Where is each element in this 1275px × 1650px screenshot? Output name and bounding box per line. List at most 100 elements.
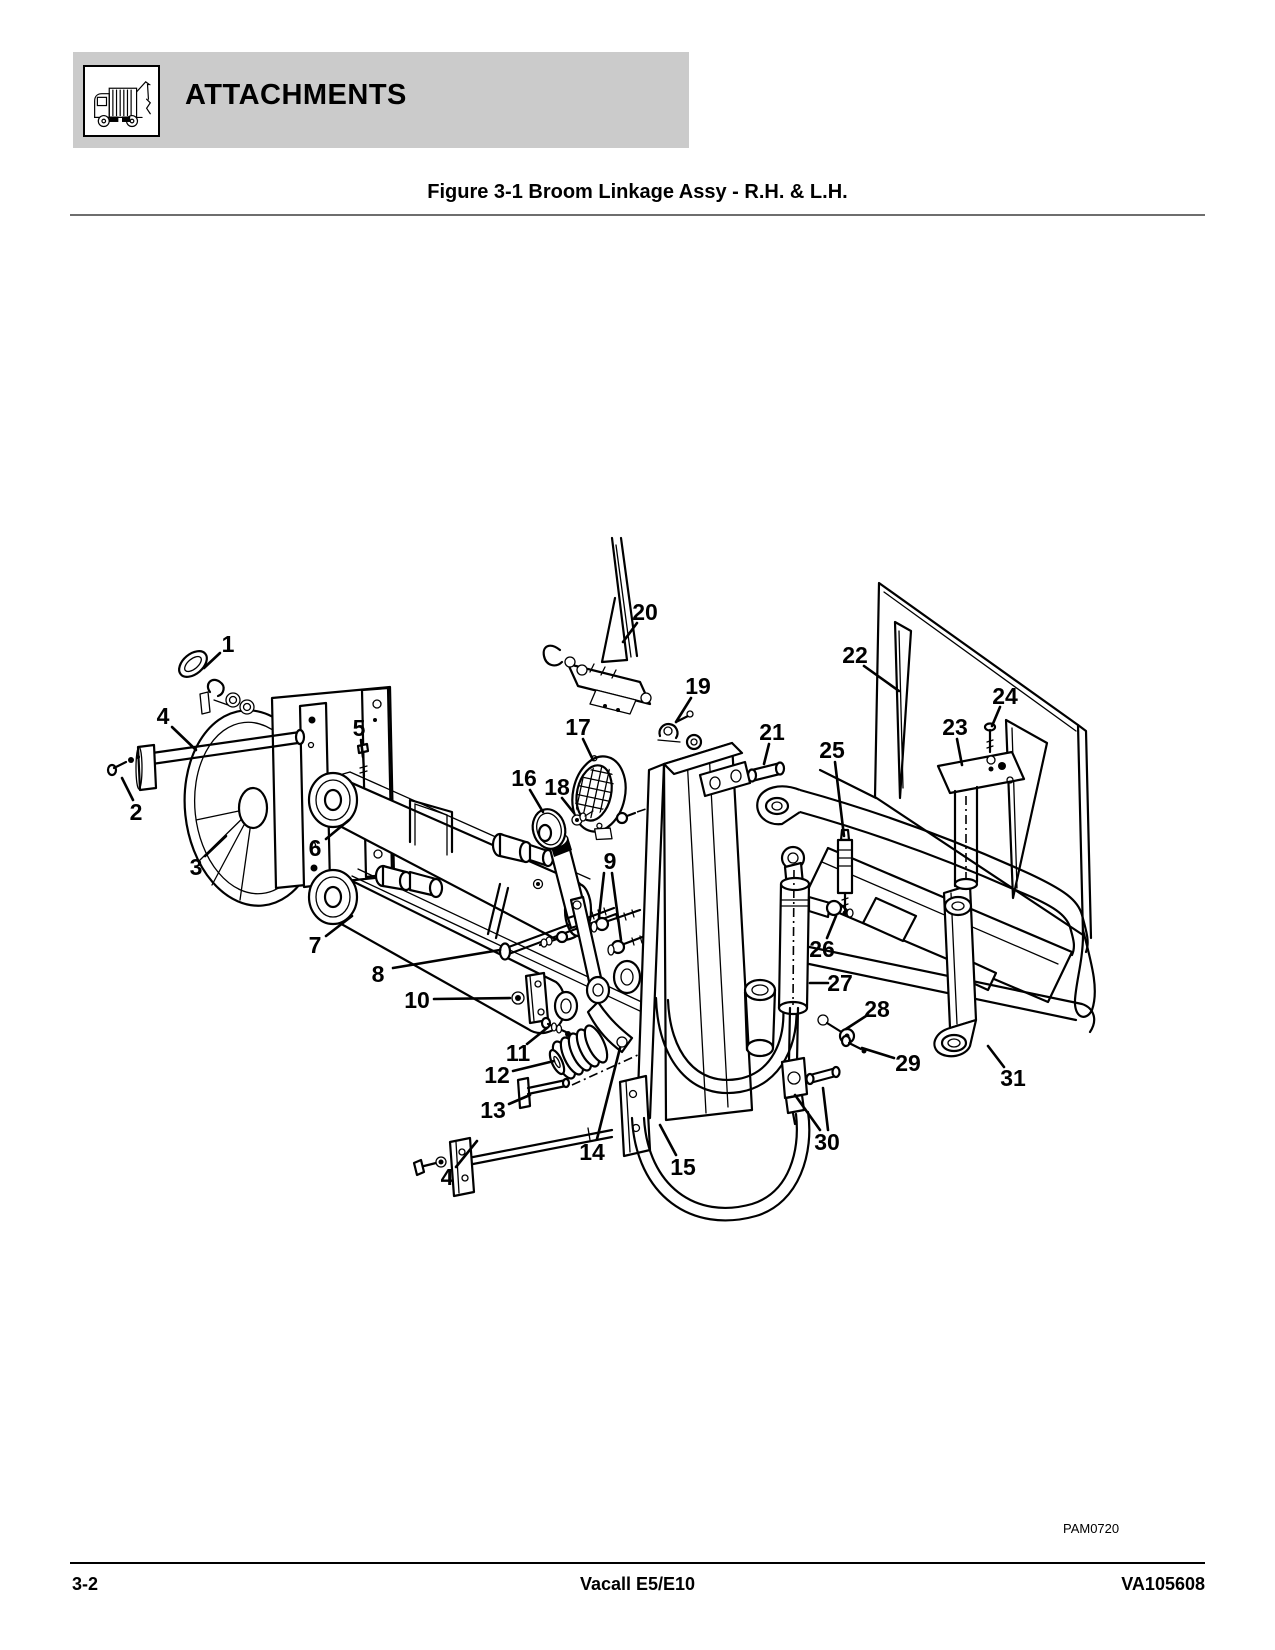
part-27-cylinder <box>777 845 811 1100</box>
callout-25: 25 <box>819 737 846 838</box>
svg-text:4: 4 <box>441 1164 454 1190</box>
svg-text:27: 27 <box>827 970 853 996</box>
page-title: ATTACHMENTS <box>185 79 407 111</box>
part-6-upper-arm <box>307 771 593 942</box>
callout-26: 26 <box>809 914 838 962</box>
svg-text:11: 11 <box>506 1040 531 1066</box>
part-2-bolt <box>106 755 140 777</box>
part-15-tower <box>618 733 811 1222</box>
callout-1: 1 <box>202 631 235 670</box>
callout-24: 24 <box>990 683 1018 728</box>
support-arm-curved-bar <box>756 785 1089 957</box>
callout-3: 3 <box>190 834 228 880</box>
caption-rule <box>70 214 1205 216</box>
svg-text:19: 19 <box>685 673 711 699</box>
svg-text:8: 8 <box>372 961 385 987</box>
svg-text:25: 25 <box>819 737 845 763</box>
svg-text:10: 10 <box>404 987 430 1013</box>
callout-17: 17 <box>565 714 595 762</box>
figure-caption: Figure 3-1 Broom Linkage Assy - R.H. & L… <box>427 181 848 203</box>
svg-text:17: 17 <box>565 714 591 740</box>
svg-text:4: 4 <box>157 703 170 729</box>
part-7-lower-arm <box>307 864 649 1035</box>
svg-text:13: 13 <box>480 1097 506 1123</box>
svg-text:15: 15 <box>670 1154 696 1180</box>
svg-text:3: 3 <box>190 854 203 880</box>
svg-text:21: 21 <box>759 719 785 745</box>
chain-hook-detail <box>199 678 255 715</box>
svg-text:24: 24 <box>992 683 1018 709</box>
svg-text:7: 7 <box>309 932 322 958</box>
part-17-caster-disc <box>571 755 627 841</box>
callout-12: 12 <box>484 1059 556 1088</box>
platform-deck <box>784 768 1096 1034</box>
svg-text:9: 9 <box>604 848 617 874</box>
callout-10: 10 <box>404 987 512 1013</box>
part-23-bracket <box>936 750 1026 891</box>
svg-text:18: 18 <box>544 774 570 800</box>
footer-doc-number: VA105608 <box>1121 1574 1205 1594</box>
svg-text:31: 31 <box>1000 1065 1026 1091</box>
callout-13: 13 <box>480 1093 532 1123</box>
svg-text:1: 1 <box>222 631 235 657</box>
part-10-block <box>511 971 550 1025</box>
part-26-fitting <box>807 895 854 919</box>
header-banner: ATTACHMENTS <box>73 52 689 148</box>
svg-text:23: 23 <box>942 714 968 740</box>
callout-11: 11 <box>506 1026 549 1066</box>
svg-text:2: 2 <box>130 799 143 825</box>
svg-text:26: 26 <box>809 936 835 962</box>
part-21-pin <box>746 761 786 783</box>
part-18-washer <box>571 810 594 826</box>
ratchet-linkage <box>542 644 652 715</box>
footer-page-number: 3-2 <box>72 1574 99 1594</box>
part-12-spring <box>548 1024 609 1080</box>
part-31-support-post <box>933 883 978 1058</box>
callout-22: 22 <box>842 642 901 693</box>
callout-27: 27 <box>808 970 853 996</box>
svg-text:5: 5 <box>353 715 366 741</box>
callout-4: 4 <box>157 703 198 752</box>
part-19-clamp <box>657 710 694 743</box>
svg-text:14: 14 <box>579 1139 605 1165</box>
callout-8: 8 <box>372 948 502 987</box>
callout-7: 7 <box>309 914 354 958</box>
callout-14: 14 <box>579 1046 622 1165</box>
callout-6: 6 <box>309 818 351 861</box>
callout-28: 28 <box>844 996 890 1031</box>
part-29-bolt <box>840 1034 867 1054</box>
callout-18: 18 <box>544 774 576 815</box>
callout-20: 20 <box>621 599 658 644</box>
callout-30: 30 <box>793 1086 840 1155</box>
drawing-code: PAM0720 <box>1063 1521 1120 1536</box>
svg-text:12: 12 <box>484 1062 510 1088</box>
svg-text:22: 22 <box>842 642 868 668</box>
callout-23: 23 <box>942 714 968 767</box>
callout-9: 9 <box>597 848 623 942</box>
part-13-pin <box>516 1053 641 1110</box>
svg-text:30: 30 <box>814 1129 840 1155</box>
bellcrank-link <box>569 895 642 1054</box>
part-24-screw <box>983 722 997 772</box>
callout-21: 21 <box>759 719 785 766</box>
callout-29: 29 <box>860 1046 921 1076</box>
callout-16: 16 <box>511 765 545 814</box>
part-11-bolt <box>540 1016 571 1037</box>
footer-model: Vacall E5/E10 <box>579 1574 696 1594</box>
svg-text:20: 20 <box>632 599 658 625</box>
callout-4: 4 <box>441 1139 479 1190</box>
svg-text:29: 29 <box>895 1050 921 1076</box>
part-25-gas-strut <box>836 828 854 916</box>
callout-31: 31 <box>986 1044 1026 1091</box>
footer-rule <box>70 1562 1205 1564</box>
sweeper-truck-icon <box>83 65 160 137</box>
svg-text:16: 16 <box>511 765 537 791</box>
part-4-pivot-pin <box>135 728 306 792</box>
callout-19: 19 <box>674 673 711 724</box>
svg-text:6: 6 <box>309 835 322 861</box>
svg-text:28: 28 <box>864 996 890 1022</box>
callout-5: 5 <box>353 715 366 759</box>
callout-2: 2 <box>120 776 143 825</box>
